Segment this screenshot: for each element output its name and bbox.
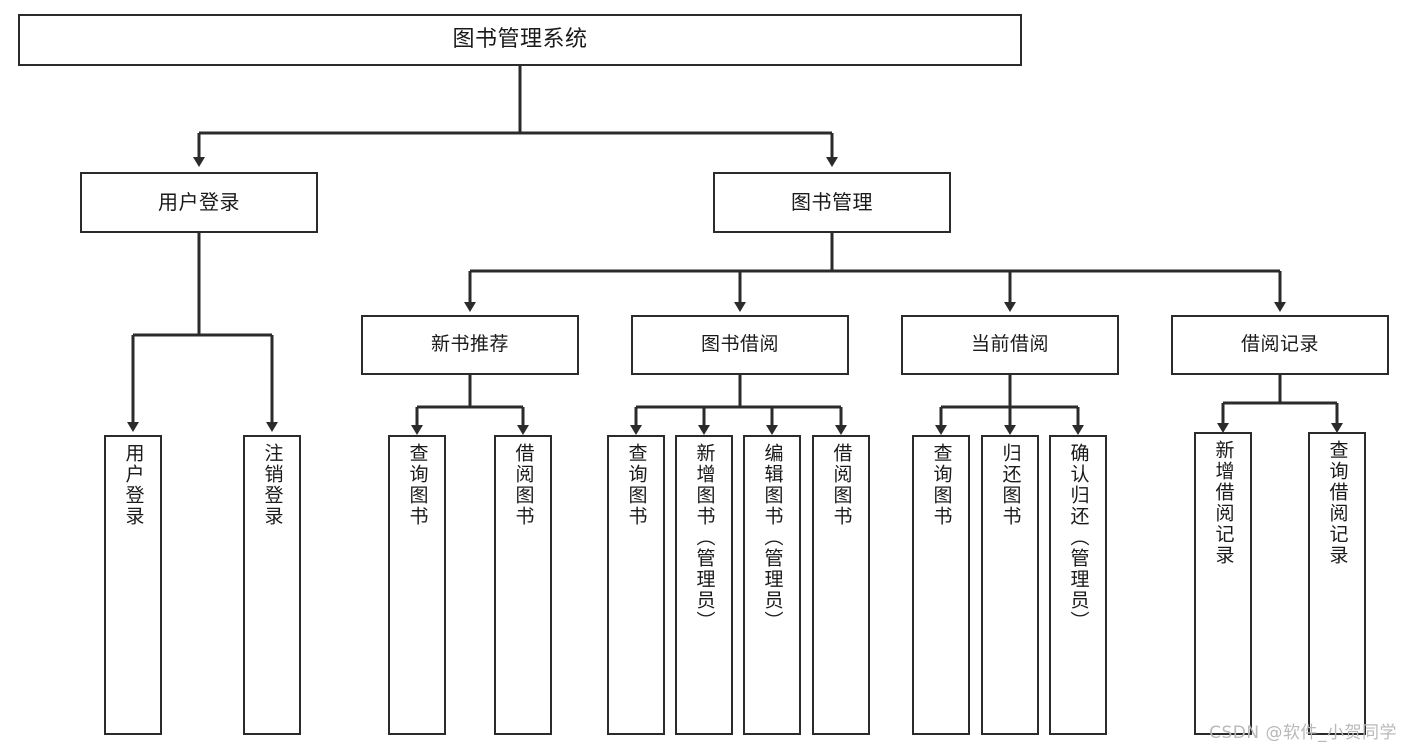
node-current-borrow[interactable]: 当前借阅 bbox=[901, 315, 1119, 375]
leaf-borrow-add-book[interactable]: 新增图书（管理员） bbox=[675, 435, 733, 735]
leaf-record-query[interactable]: 查询借阅记录 bbox=[1308, 432, 1366, 735]
leaf-borrow-add-book-label: 新增图书（管理员） bbox=[693, 443, 716, 632]
node-new-book-recommend[interactable]: 新书推荐 bbox=[361, 315, 579, 375]
node-root[interactable]: 图书管理系统 bbox=[18, 14, 1022, 66]
leaf-new-book-query-label: 查询图书 bbox=[406, 443, 429, 527]
node-user-login[interactable]: 用户登录 bbox=[80, 172, 318, 233]
leaf-new-book-borrow-label: 借阅图书 bbox=[512, 443, 535, 527]
leaf-new-book-query[interactable]: 查询图书 bbox=[388, 435, 446, 735]
node-book-management-label: 图书管理 bbox=[791, 190, 873, 215]
leaf-record-add[interactable]: 新增借阅记录 bbox=[1194, 432, 1252, 735]
leaf-record-query-label: 查询借阅记录 bbox=[1326, 440, 1349, 566]
leaf-borrow-borrow-book[interactable]: 借阅图书 bbox=[812, 435, 870, 735]
leaf-current-confirm-return-label: 确认归还（管理员） bbox=[1067, 443, 1090, 632]
leaf-borrow-edit-book[interactable]: 编辑图书（管理员） bbox=[743, 435, 801, 735]
leaf-current-query-label: 查询图书 bbox=[930, 443, 953, 527]
leaf-borrow-borrow-book-label: 借阅图书 bbox=[830, 443, 853, 527]
leaf-user-login-login[interactable]: 用户登录 bbox=[104, 435, 162, 735]
leaf-borrow-query[interactable]: 查询图书 bbox=[607, 435, 665, 735]
node-current-borrow-label: 当前借阅 bbox=[970, 333, 1049, 356]
leaf-current-confirm-return[interactable]: 确认归还（管理员） bbox=[1049, 435, 1107, 735]
node-book-borrow[interactable]: 图书借阅 bbox=[631, 315, 849, 375]
leaf-user-login-logout[interactable]: 注销登录 bbox=[243, 435, 301, 735]
leaf-current-return[interactable]: 归还图书 bbox=[981, 435, 1039, 735]
node-book-management[interactable]: 图书管理 bbox=[713, 172, 951, 233]
leaf-new-book-borrow[interactable]: 借阅图书 bbox=[494, 435, 552, 735]
node-borrow-record[interactable]: 借阅记录 bbox=[1171, 315, 1389, 375]
leaf-borrow-edit-book-label: 编辑图书（管理员） bbox=[761, 443, 784, 632]
leaf-user-login-login-label: 用户登录 bbox=[122, 443, 145, 527]
leaf-current-return-label: 归还图书 bbox=[999, 443, 1022, 527]
node-root-label: 图书管理系统 bbox=[452, 26, 588, 52]
node-user-login-label: 用户登录 bbox=[158, 190, 240, 215]
watermark-text: CSDN @软件_小贺同学 bbox=[1209, 723, 1397, 743]
leaf-current-query[interactable]: 查询图书 bbox=[912, 435, 970, 735]
node-book-borrow-label: 图书借阅 bbox=[700, 333, 779, 356]
leaf-record-add-label: 新增借阅记录 bbox=[1212, 440, 1235, 566]
leaf-user-login-logout-label: 注销登录 bbox=[261, 443, 284, 527]
node-new-book-recommend-label: 新书推荐 bbox=[430, 333, 509, 356]
leaf-borrow-query-label: 查询图书 bbox=[625, 443, 648, 527]
node-borrow-record-label: 借阅记录 bbox=[1240, 333, 1319, 356]
